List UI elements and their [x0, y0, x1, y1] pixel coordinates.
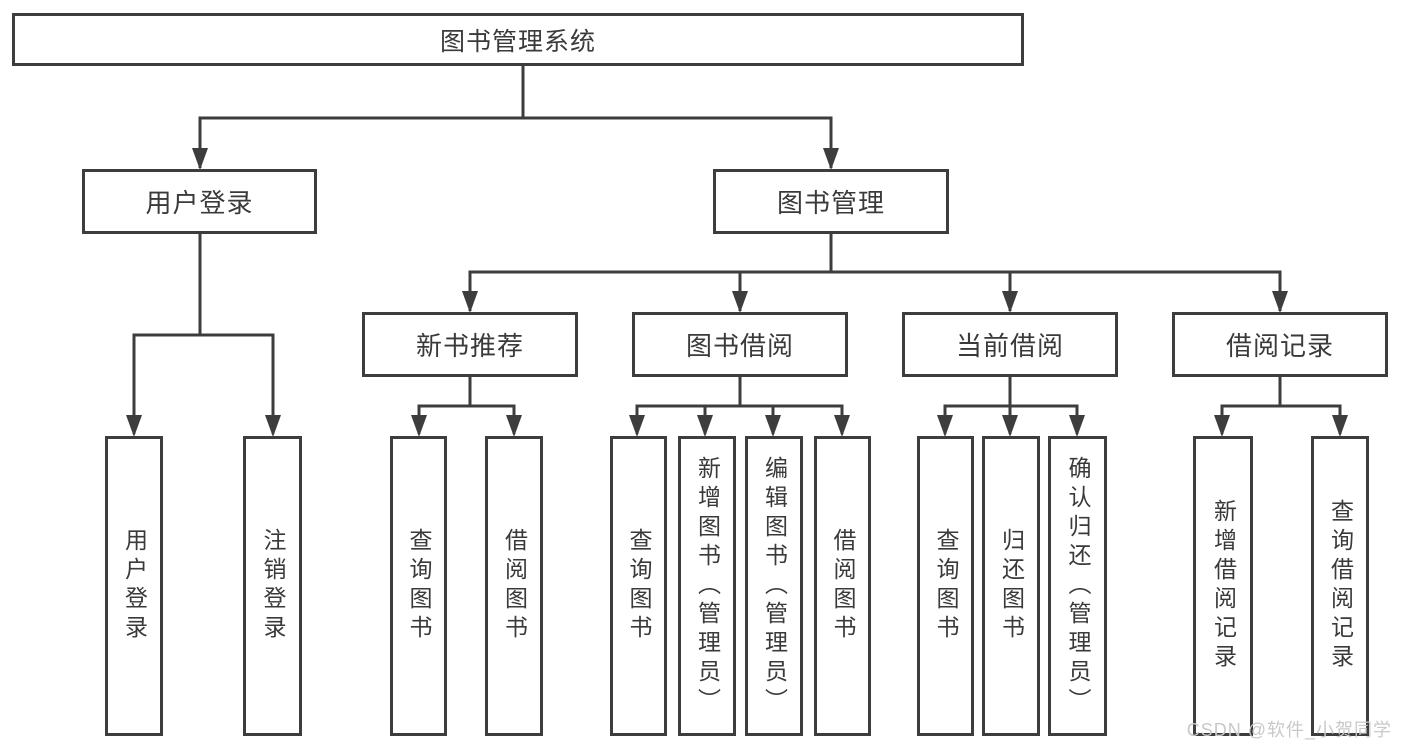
arrow-down-icon	[823, 148, 839, 170]
node-label: 查询图书	[933, 528, 959, 644]
node-user-login: 用户登录	[82, 169, 317, 234]
node-borrow-records: 借阅记录	[1172, 312, 1388, 377]
node-label: 编辑图书（管理员）	[761, 455, 788, 717]
node-label: 新书推荐	[415, 331, 524, 361]
node-label: 借阅图书	[830, 528, 856, 644]
leaf-borrow-books-2: 借阅图书	[814, 436, 871, 736]
arrow-down-icon	[506, 415, 522, 437]
node-label: 新增借阅记录	[1210, 499, 1237, 673]
node-label: 确认归还（管理员）	[1065, 455, 1091, 717]
node-label: 图书管理	[776, 188, 885, 218]
csdn-watermark: CSDN @软件_小贺同学	[1186, 720, 1392, 740]
arrow-down-icon	[1002, 291, 1018, 313]
node-label: 归还图书	[998, 528, 1025, 644]
arrow-down-icon	[697, 415, 713, 437]
arrow-down-icon	[765, 415, 781, 437]
arrow-down-icon	[462, 291, 478, 313]
arrow-down-icon	[1069, 415, 1085, 437]
arrow-down-icon	[937, 415, 953, 437]
connector-level2-split	[198, 116, 833, 168]
leaf-query-books-1: 查询图书	[390, 436, 447, 736]
leaf-edit-books-admin: 编辑图书（管理员）	[745, 436, 803, 736]
connector-borrow-split	[635, 404, 844, 434]
leaf-query-books-2: 查询图书	[610, 436, 667, 736]
node-label: 用户登录	[145, 188, 254, 218]
arrow-down-icon	[1002, 415, 1018, 437]
arrow-down-icon	[265, 415, 281, 437]
arrow-down-icon	[629, 415, 645, 437]
leaf-return-books: 归还图书	[982, 436, 1040, 736]
connector-userlogin-split	[132, 333, 275, 434]
node-label: 借阅图书	[501, 528, 528, 644]
node-current-borrowing: 当前借阅	[902, 312, 1118, 377]
arrow-down-icon	[126, 415, 142, 437]
arrowheads	[126, 148, 1348, 437]
node-book-borrowing: 图书借阅	[632, 312, 848, 377]
node-label: 注销登录	[260, 528, 286, 644]
node-label: 图书借阅	[685, 331, 794, 361]
leaf-add-books-admin: 新增图书（管理员）	[678, 436, 736, 736]
connector-stroke-group	[132, 66, 1342, 434]
leaf-borrow-books-1: 借阅图书	[485, 436, 543, 736]
leaf-query-books-3: 查询图书	[917, 436, 974, 736]
node-book-management: 图书管理	[713, 169, 949, 234]
connector-records-split	[1220, 404, 1342, 434]
node-label: 当前借阅	[955, 331, 1064, 361]
arrow-down-icon	[732, 291, 748, 313]
connector-bookmgmt-split	[468, 270, 1282, 311]
arrow-down-icon	[1272, 291, 1288, 313]
arrow-down-icon	[192, 148, 208, 170]
leaf-add-borrow-record: 新增借阅记录	[1193, 436, 1253, 736]
leaf-confirm-return-admin: 确认归还（管理员）	[1048, 436, 1107, 736]
node-label: 查询图书	[406, 528, 432, 644]
leaf-user-login: 用户登录	[105, 436, 163, 736]
node-label: 查询借阅记录	[1327, 499, 1354, 673]
node-label: 新增图书（管理员）	[694, 455, 721, 717]
arrow-down-icon	[834, 415, 850, 437]
node-new-book-recommend: 新书推荐	[362, 312, 578, 377]
node-label: 图书管理系统	[439, 27, 596, 56]
connector-newbook-split	[417, 404, 516, 434]
leaf-query-borrow-record: 查询借阅记录	[1311, 436, 1369, 736]
node-label: 用户登录	[121, 528, 148, 644]
node-library-system: 图书管理系统	[12, 13, 1024, 66]
leaf-logout: 注销登录	[243, 436, 302, 736]
arrow-down-icon	[1332, 415, 1348, 437]
arrow-down-icon	[1214, 415, 1230, 437]
arrow-down-icon	[411, 415, 427, 437]
node-label: 查询图书	[626, 528, 652, 644]
node-label: 借阅记录	[1225, 331, 1334, 361]
